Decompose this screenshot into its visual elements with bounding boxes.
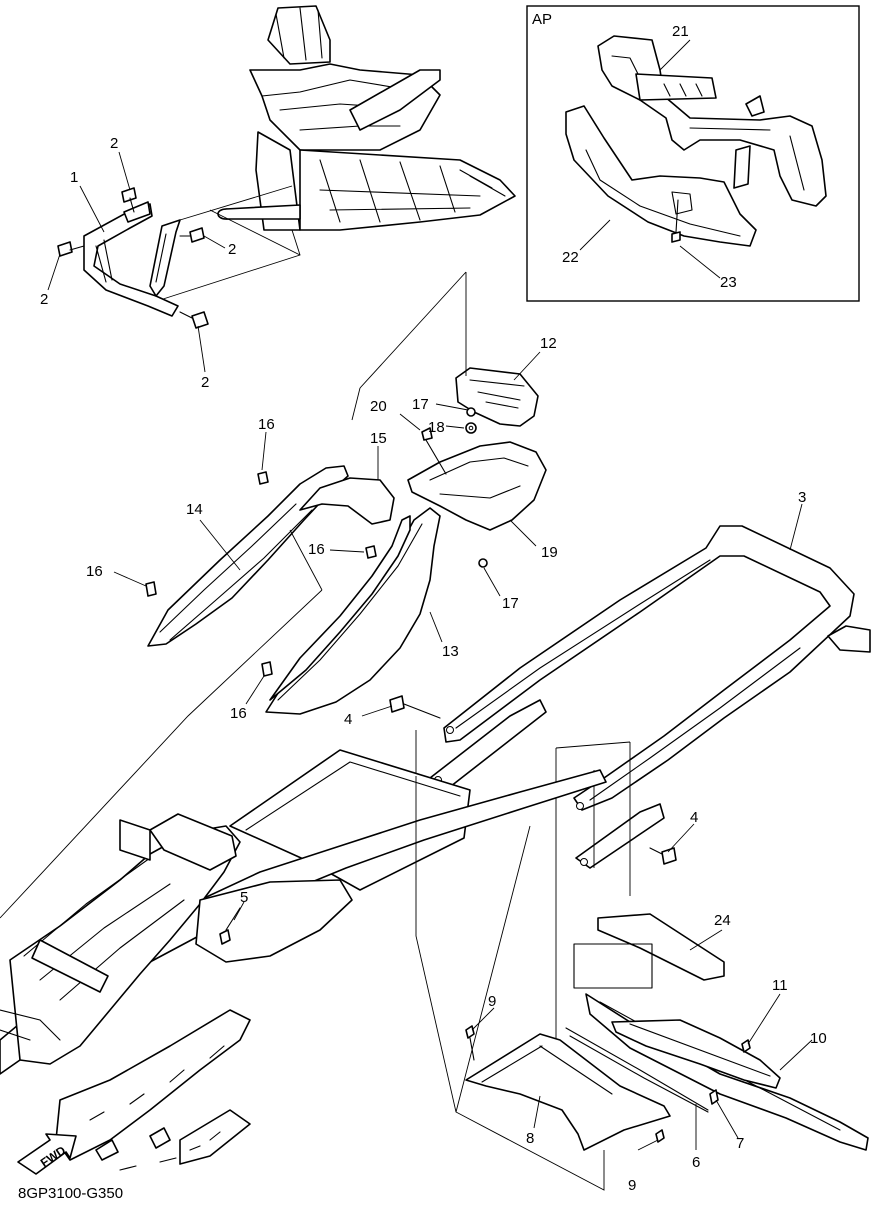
part-2-bolts: [57, 187, 209, 329]
fwd-arrow-icon: FWD: [17, 1133, 77, 1175]
callout-16: 16: [308, 541, 325, 558]
screw-icon: [465, 1025, 475, 1061]
bolt-icon: [57, 241, 85, 257]
inset-label: AP: [532, 11, 552, 28]
screw-icon: [261, 661, 273, 677]
callout-14: 14: [186, 501, 203, 518]
callout-2: 2: [228, 241, 236, 258]
bolt-icon: [179, 311, 209, 329]
callout-24: 24: [714, 912, 731, 929]
callout-8: 8: [526, 1130, 534, 1147]
callout-19: 19: [541, 544, 558, 561]
screw-icon: [145, 581, 157, 597]
lower-rails: [565, 913, 869, 1151]
callout-16: 16: [258, 416, 275, 433]
rear-cover-group: [351, 271, 547, 568]
screw-icon: [655, 1129, 665, 1143]
callout-13: 13: [442, 643, 459, 660]
callout-2: 2: [201, 374, 209, 391]
nut-icon: [466, 407, 476, 417]
callout-16: 16: [86, 563, 103, 580]
callout-7: 7: [736, 1135, 744, 1152]
leader-lines: [47, 39, 813, 1151]
screw-icon: [741, 1039, 751, 1053]
callout-18: 18: [428, 419, 445, 436]
callout-3: 3: [798, 489, 806, 506]
front-frame: [159, 5, 516, 301]
callout-20: 20: [370, 398, 387, 415]
callout-10: 10: [810, 1030, 827, 1047]
main-chassis: [0, 749, 607, 1191]
callout-23: 23: [720, 274, 737, 291]
callout-17: 17: [502, 595, 519, 612]
part-3-rear-bumper: [389, 525, 871, 1060]
callout-2: 2: [110, 135, 118, 152]
bolt-icon: [649, 847, 677, 865]
callout-9: 9: [628, 1177, 636, 1194]
bolt-icon: [389, 695, 441, 719]
callout-5: 5: [240, 889, 248, 906]
bolt-icon: [219, 907, 241, 945]
diagram-code: 8GP3100-G350: [18, 1185, 123, 1202]
side-covers: [0, 465, 441, 919]
screw-icon: [671, 199, 681, 243]
inset-ap: AP: [526, 5, 860, 302]
callout-16: 16: [230, 705, 247, 722]
screw-icon: [257, 471, 269, 485]
callout-numbers: 1 2 2 2 2 3 4 4 5 6 7 8 9 9 10 11 12 13 …: [40, 23, 827, 1194]
callout-4: 4: [690, 809, 698, 826]
screw-icon: [421, 427, 447, 475]
callout-17: 17: [412, 396, 429, 413]
bolt-icon: [121, 187, 137, 213]
part-8-bracket: [465, 1025, 671, 1151]
part-1-bracket: [83, 201, 181, 317]
callout-15: 15: [370, 430, 387, 447]
bolt-icon: [179, 227, 205, 243]
callout-1: 1: [70, 169, 78, 186]
callout-9: 9: [488, 993, 496, 1010]
callout-4: 4: [344, 711, 352, 728]
screw-icon: [365, 545, 377, 559]
callout-6: 6: [692, 1154, 700, 1171]
nut-icon: [465, 422, 477, 434]
callout-11: 11: [772, 977, 788, 994]
callout-22: 22: [562, 249, 579, 266]
callout-2: 2: [40, 291, 48, 308]
nut-icon: [478, 558, 488, 568]
callout-21: 21: [672, 23, 689, 40]
callout-12: 12: [540, 335, 557, 352]
